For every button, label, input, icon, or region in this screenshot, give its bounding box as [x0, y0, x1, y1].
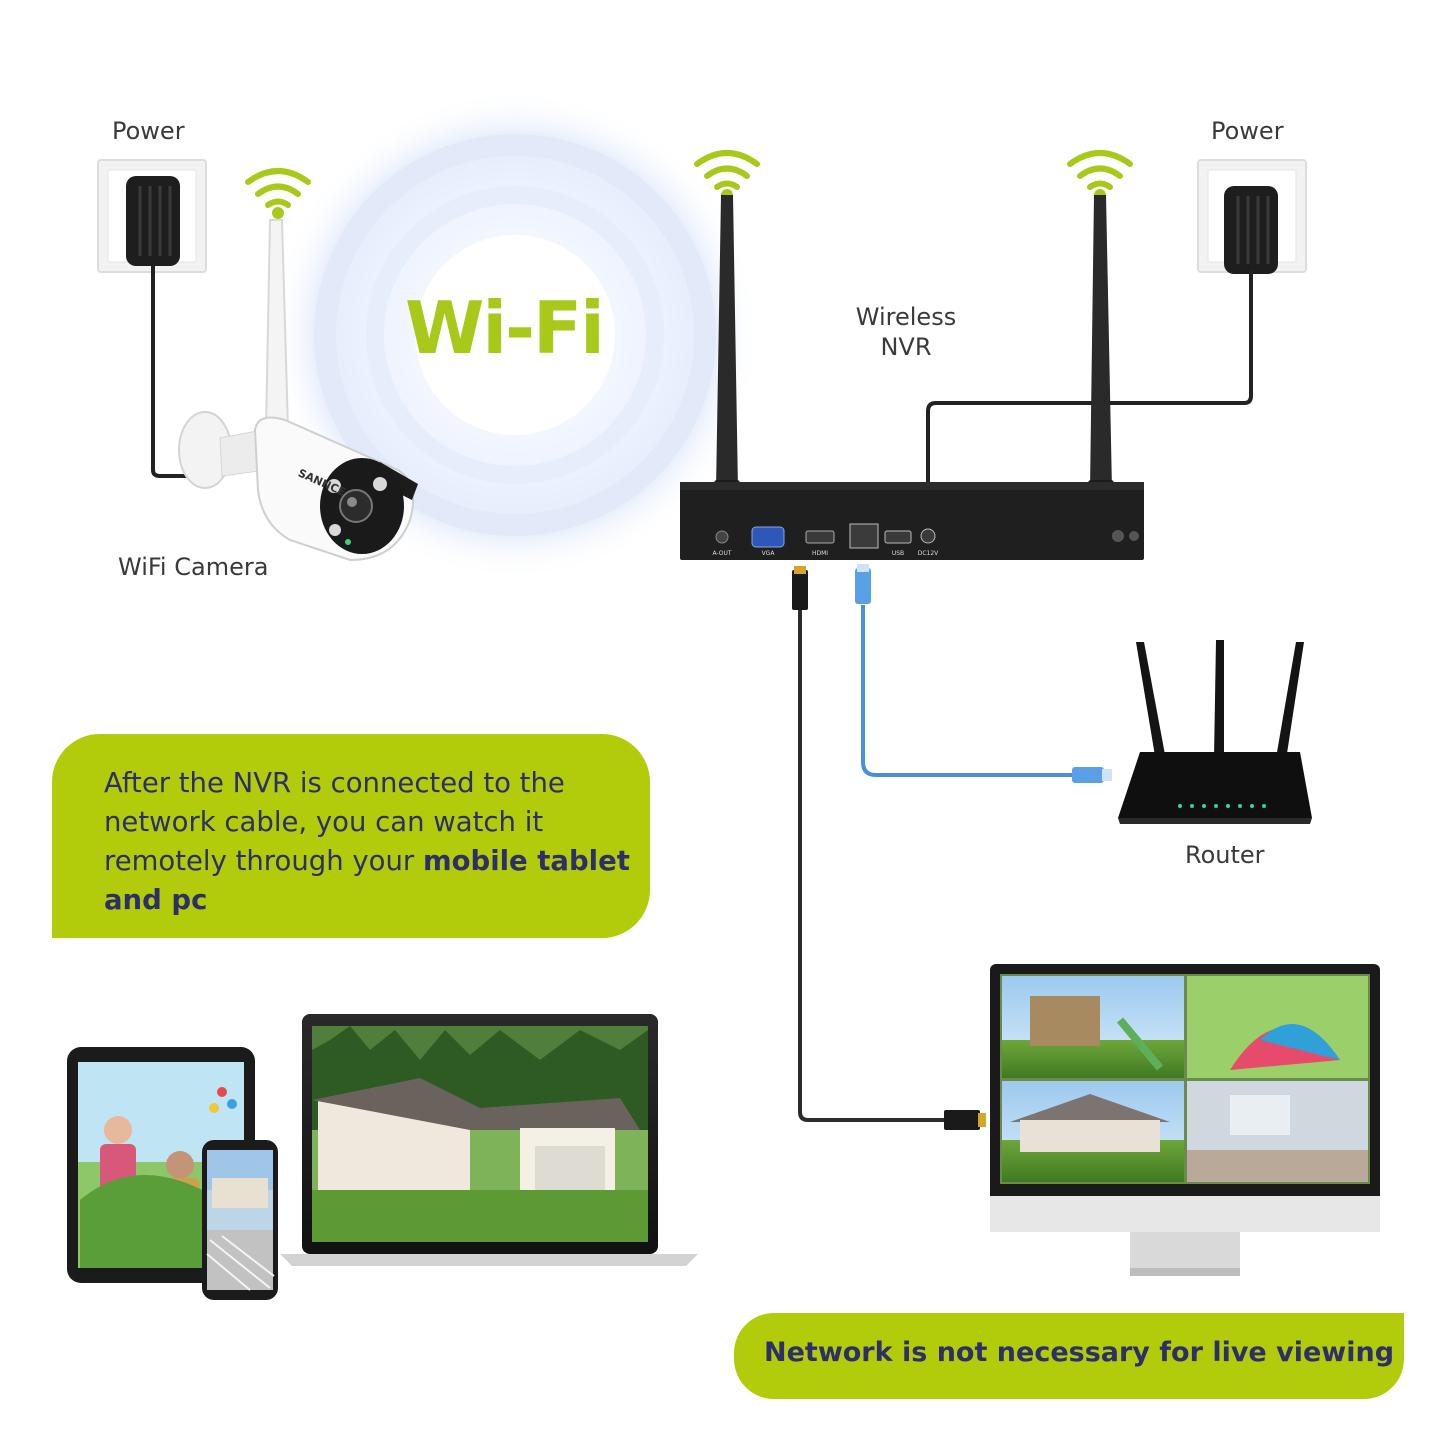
phone	[202, 1140, 278, 1300]
nvr-power-cable	[926, 270, 1253, 520]
port-label-usb: USB	[892, 550, 904, 557]
callout-remote-text-bold: mobile tablet and pc	[104, 845, 630, 916]
wifi-camera	[178, 219, 418, 562]
nvr-antenna-right	[1088, 195, 1114, 520]
wifi-signal-icon	[245, 168, 311, 208]
wifi-halo	[270, 90, 760, 580]
port-label-aout: A-OUT	[712, 550, 731, 557]
ethernet-cable	[861, 605, 1078, 777]
camera-power-cable	[151, 266, 190, 478]
wifi-logo-text: Wi-Fi	[405, 286, 605, 370]
label-power-right: Power	[1211, 117, 1284, 145]
router	[1118, 640, 1312, 824]
monitor	[990, 964, 1380, 1276]
callout-remote-bubble	[52, 734, 650, 938]
label-wireless-nvr-line2: NVR	[880, 333, 932, 361]
port-label-hdmi: HDMI	[812, 550, 828, 557]
port-label-vga: VGA	[762, 550, 776, 557]
callout-live-bubble	[734, 1313, 1404, 1399]
label-power-left: Power	[112, 117, 185, 145]
power-outlet-right	[1197, 159, 1307, 274]
label-wireless-nvr-line1: Wireless	[855, 303, 957, 331]
wifi-signal-icon	[694, 150, 760, 190]
wireless-nvr-box	[680, 482, 1144, 560]
power-outlet-left	[97, 159, 207, 273]
port-label-dc12v: DC12V	[918, 550, 939, 557]
hdmi-cable	[798, 606, 950, 1122]
hdmi-plug-icon	[792, 566, 986, 1130]
wifi-signal-icon	[1067, 150, 1133, 190]
ethernet-plug-icon	[855, 564, 1112, 783]
label-wireless-nvr: Wireless NVR	[854, 302, 958, 362]
laptop	[280, 1014, 698, 1266]
callout-remote-text-plain: After the NVR is connected to the networ…	[104, 767, 565, 877]
label-router: Router	[1185, 841, 1265, 869]
callout-live-text: Network is not necessary for live viewin…	[764, 1337, 1395, 1368]
callout-remote-text: After the NVR is connected to the networ…	[104, 764, 634, 920]
label-wifi-camera: WiFi Camera	[118, 553, 269, 581]
